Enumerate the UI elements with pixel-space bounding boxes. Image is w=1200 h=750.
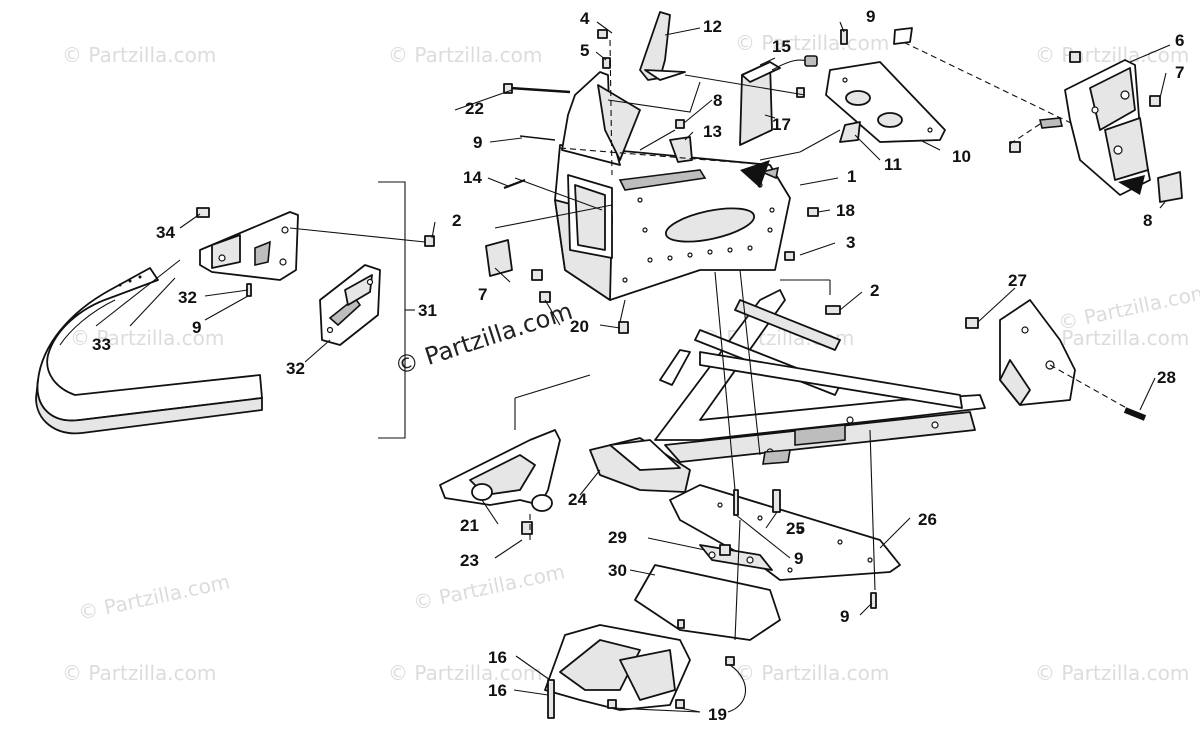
spindle-bracket-part-19[interactable] bbox=[439, 429, 561, 512]
bumper-block-part-8[interactable] bbox=[485, 239, 513, 277]
watermark: © Partzilla.com bbox=[70, 326, 224, 350]
module-part-15[interactable] bbox=[739, 55, 818, 146]
callout-label: 8 bbox=[713, 91, 722, 110]
main-frame[interactable] bbox=[654, 289, 986, 465]
direction-arrow bbox=[1118, 175, 1145, 195]
callout-label: 7 bbox=[478, 285, 487, 304]
callout-label: 9 bbox=[794, 549, 803, 568]
front-bulkhead-part-1[interactable] bbox=[554, 144, 791, 301]
watermark: © Partzilla.com bbox=[735, 661, 889, 685]
callout-label: 29 bbox=[608, 528, 627, 547]
callout-label: 12 bbox=[703, 17, 722, 36]
steering-bracket-part-6[interactable] bbox=[1038, 59, 1151, 196]
callout-label: 9 bbox=[473, 133, 482, 152]
leader-lines bbox=[95, 21, 1171, 713]
callout-label: 25 bbox=[786, 519, 805, 538]
hidden-line bbox=[894, 37, 1076, 126]
callout-label: 32 bbox=[178, 288, 197, 307]
bumper-bracket-part-31[interactable] bbox=[199, 211, 299, 281]
hidden-line bbox=[1049, 364, 1131, 411]
clip-part-13[interactable] bbox=[669, 136, 693, 163]
callout-label: 4 bbox=[580, 9, 590, 28]
bracket-part-11[interactable] bbox=[839, 121, 861, 143]
wedge-part-12[interactable] bbox=[639, 11, 686, 81]
callout-label: 20 bbox=[570, 317, 589, 336]
watermark: © Partzilla.com bbox=[1035, 661, 1189, 685]
callout-label: 15 bbox=[772, 37, 791, 56]
callout-label: 24 bbox=[568, 490, 587, 509]
callout-label: 6 bbox=[1175, 31, 1184, 50]
bracket-31-bracket bbox=[378, 181, 406, 439]
upper-panel-part-9-17[interactable] bbox=[561, 71, 701, 166]
fasteners bbox=[196, 29, 1161, 719]
callout-label: 9 bbox=[840, 607, 849, 626]
callout-label: 7 bbox=[1175, 63, 1184, 82]
front-bumper-part-33[interactable] bbox=[35, 267, 263, 435]
direction-arrow bbox=[740, 160, 770, 188]
callout-label: 16 bbox=[488, 648, 507, 667]
tab bbox=[893, 27, 913, 45]
callout-label: 8 bbox=[1143, 211, 1152, 230]
callout-label: 18 bbox=[836, 201, 855, 220]
callout-label: 1 bbox=[847, 167, 856, 186]
callout-label: 19 bbox=[708, 705, 727, 724]
watermark: © Partzilla.com bbox=[388, 661, 542, 685]
watermark: © Partzilla.com bbox=[735, 31, 889, 55]
callout-label: 11 bbox=[884, 155, 902, 174]
callout-label: 27 bbox=[1008, 271, 1027, 290]
watermark: © Partzilla.com bbox=[1035, 43, 1189, 67]
callout-label: 22 bbox=[465, 99, 484, 118]
bolt-17 bbox=[509, 86, 571, 94]
watermark: © Partzilla.com bbox=[76, 569, 232, 625]
callout-label: 34 bbox=[156, 223, 175, 242]
callout-label: 14 bbox=[463, 168, 482, 187]
lower-bracket-part-28[interactable] bbox=[544, 624, 691, 711]
callout-label: 23 bbox=[460, 551, 479, 570]
mount-plate-part-10[interactable] bbox=[825, 61, 946, 143]
callout-labels: 4 5 12 9 15 8 17 22 9 13 14 11 10 1 18 3… bbox=[92, 7, 1184, 724]
callout-label: 13 bbox=[703, 122, 722, 141]
callout-label: 21 bbox=[460, 516, 479, 535]
callout-label: 30 bbox=[608, 561, 627, 580]
watermark: © Partzilla.com bbox=[411, 559, 567, 615]
callout-label: 33 bbox=[92, 335, 111, 354]
lower-pan-part-25[interactable] bbox=[669, 484, 901, 581]
callout-label: 32 bbox=[286, 359, 305, 378]
callout-label: 16 bbox=[488, 681, 507, 700]
callout-label: 2 bbox=[452, 211, 461, 230]
callout-label: 17 bbox=[772, 115, 791, 134]
hidden-line bbox=[1009, 123, 1041, 145]
callout-label: 10 bbox=[952, 147, 971, 166]
watermark: © Partzilla.com bbox=[62, 43, 216, 67]
bumper-block-part-8[interactable] bbox=[1157, 171, 1183, 203]
callout-label: 9 bbox=[192, 318, 201, 337]
side-bracket-part-22[interactable] bbox=[999, 299, 1076, 406]
callout-label: 26 bbox=[918, 510, 937, 529]
callout-label: 5 bbox=[580, 41, 589, 60]
callout-label: 9 bbox=[866, 7, 875, 26]
bumper-bracket-part-32[interactable] bbox=[319, 264, 381, 346]
callout-label: 3 bbox=[846, 233, 855, 252]
callout-label: 28 bbox=[1157, 368, 1176, 387]
skid-plate-part-27[interactable] bbox=[634, 544, 781, 641]
callout-label: 2 bbox=[870, 281, 879, 300]
callout-label: 31 bbox=[418, 301, 437, 320]
hidden-line bbox=[559, 147, 771, 166]
watermark: © Partzilla.com bbox=[388, 43, 542, 67]
watermark: © Partzilla.com bbox=[62, 661, 216, 685]
